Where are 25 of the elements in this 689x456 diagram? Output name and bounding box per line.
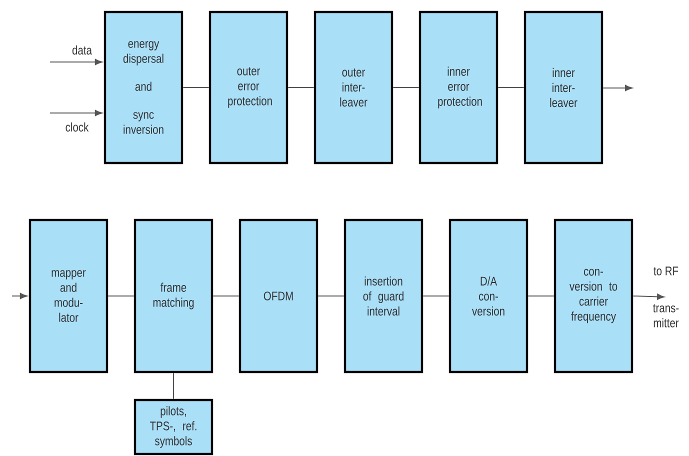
- process-box: insertion of guard interval: [344, 218, 424, 374]
- arrow: [632, 294, 664, 300]
- connector-line: [392, 87, 420, 88]
- process-box: OFDM: [238, 218, 318, 374]
- process-box: inner inter- leaver: [524, 10, 604, 164]
- process-box: mapper and modu- lator: [28, 218, 108, 374]
- arrow: [12, 292, 28, 300]
- connector-line: [182, 87, 210, 88]
- connector-line: [288, 87, 314, 88]
- connector-line: [498, 87, 524, 88]
- process-box: frame matching: [134, 218, 214, 374]
- edge-label: data: [72, 45, 92, 55]
- process-box: energy dispersal and sync inversion: [104, 10, 184, 164]
- text-label: to RF trans- mitter: [653, 266, 679, 328]
- process-box: con- version to carrier frequency: [554, 218, 634, 374]
- process-box: outer error protection: [208, 10, 288, 164]
- arrow: [50, 58, 102, 66]
- process-box: inner error protection: [418, 10, 498, 164]
- process-box: pilots, TPS-, ref. symbols: [134, 398, 214, 456]
- process-box: outer inter- leaver: [314, 10, 394, 164]
- arrow: [602, 84, 633, 92]
- connector-line: [173, 372, 174, 400]
- arrow: [50, 110, 102, 116]
- edge-label: clock: [66, 122, 89, 132]
- process-box: D/A con- version: [448, 218, 528, 374]
